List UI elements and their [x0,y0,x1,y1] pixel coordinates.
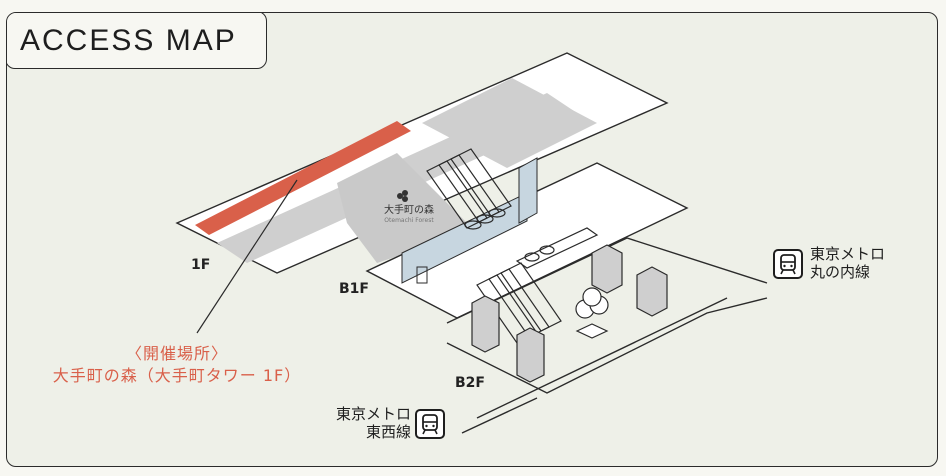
b2f-corridor-tozai [461,397,538,434]
venue-pointer-line [196,179,298,334]
b1f-door [416,266,428,284]
tree-planter [575,287,609,339]
access-map-diagram [175,52,768,434]
venue-label-line2: 大手町の森（大手町タワー 1F） [52,366,302,385]
floor-label-1f: 1F [191,257,211,273]
metro-tozai-line2: 東西線 [365,423,411,441]
access-map-frame: ACCESS MAP 大手町の森 Otemachi Forest 1F B1F … [6,12,938,467]
metro-marunouchi-line1: 東京メトロ [810,245,886,263]
venue-logo-sub: Otemachi Forest [384,217,434,224]
venue-logo: 大手町の森 Otemachi Forest [369,201,449,224]
metro-tozai-line1: 東京メトロ [335,405,411,423]
1f-building-right [422,78,597,168]
glass-atrium [401,192,528,284]
metro-marunouchi-label: 東京メトロ 丸の内線 [810,245,885,281]
venue-label-line1: 〈開催場所〉 [125,344,228,363]
subway-train-icon [415,409,445,439]
floor-label-b1f: B1F [339,281,369,297]
title-tab: ACCESS MAP [7,13,267,69]
metro-marunouchi-line2: 丸の内線 [810,263,871,281]
metro-tozai-label: 東京メトロ 東西線 [325,405,411,441]
pillars [471,244,668,383]
forest-area [337,153,467,263]
escalators-b1f-small [515,227,599,269]
b2f-corridor-mid [446,297,768,394]
escalators-1f-b1f [426,148,512,230]
floor-label-b2f: B2F [455,375,485,391]
subway-train-icon [773,249,803,279]
b2f-corridor-bottom [476,297,728,419]
venue-logo-name: 大手町の森 [384,205,434,216]
page-title: ACCESS MAP [20,24,237,57]
venue-label: 〈開催場所〉 大手町の森（大手町タワー 1F） [47,343,307,387]
b2f-corridor-top [446,237,768,324]
glass-tower [518,157,538,224]
venue-building [195,121,411,235]
forest-logo-mark [397,190,408,202]
